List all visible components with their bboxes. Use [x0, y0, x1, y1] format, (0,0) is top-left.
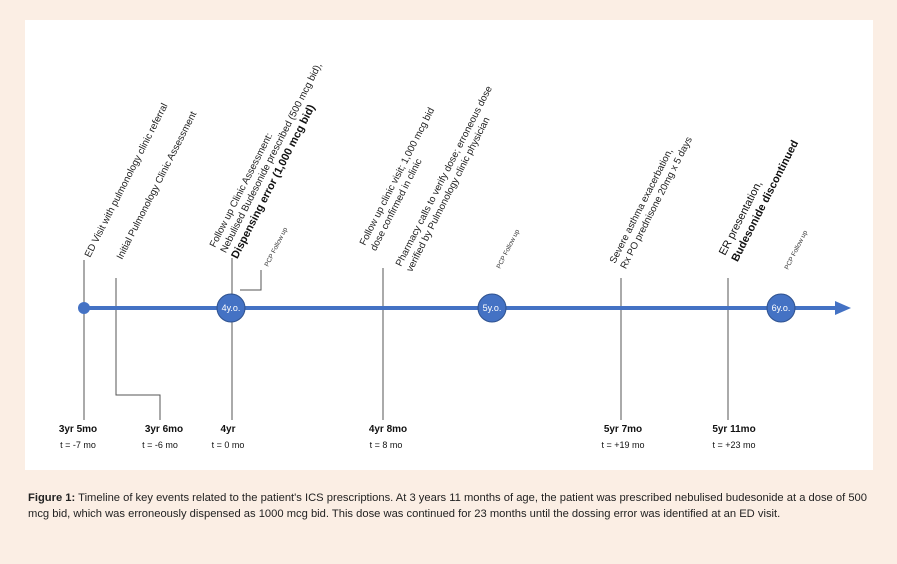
tick-5-label: 5yr 7mo	[604, 424, 642, 435]
timeline-start-dot	[78, 302, 90, 314]
tick-3-label: 4yr	[220, 424, 235, 435]
tick-4-time: t = 8 mo	[370, 440, 403, 450]
tick-3-time: t = 0 mo	[212, 440, 245, 450]
tick-6-label: 5yr 11mo	[712, 424, 755, 435]
caption-text: Timeline of key events related to the pa…	[28, 492, 867, 520]
timeline-arrowhead	[835, 301, 851, 315]
tick-2-time: t = -6 mo	[142, 440, 178, 450]
event-line-2	[115, 278, 161, 420]
figure-caption: Figure 1: Timeline of key events related…	[28, 491, 878, 522]
tick-4-label: 4yr 8mo	[369, 424, 407, 435]
age-marker-5-label: 5y.o.	[483, 303, 502, 313]
age-marker-6	[766, 293, 796, 323]
event-3-line2: Nebulised Budesonide prescribed (500 mcg…	[219, 61, 325, 255]
pcp-label-3: PCP Follow up	[784, 229, 810, 271]
event-6-line2: Rx PO prednisone 20mg x 5 days	[619, 135, 695, 271]
age-marker-5	[477, 293, 507, 323]
tick-5-time: t = +19 mo	[601, 440, 644, 450]
pcp-connector-1	[240, 270, 262, 291]
event-7-line2: Budesonide discontinued	[729, 138, 801, 263]
caption-label: Figure 1:	[28, 492, 76, 504]
tick-1-time: t = -7 mo	[60, 440, 96, 450]
timeline-panel: 4y.o. 5y.o. 6y.o. ED Visit with pulmonol…	[25, 20, 873, 470]
age-marker-4	[216, 293, 246, 323]
event-6-line1: Severe asthma exacerbation,	[608, 147, 676, 266]
age-marker-4-label: 4y.o.	[222, 303, 241, 313]
pcp-label-1: PCP Follow up	[264, 226, 290, 268]
age-marker-6-label: 6y.o.	[772, 303, 791, 313]
timeline-diagram: 4y.o. 5y.o. 6y.o. ED Visit with pulmonol…	[59, 61, 851, 450]
tick-2-label: 3yr 6mo	[145, 424, 183, 435]
tick-1-label: 3yr 5mo	[59, 424, 97, 435]
tick-6-time: t = +23 mo	[712, 440, 755, 450]
pcp-label-2: PCP Follow up	[496, 228, 522, 270]
